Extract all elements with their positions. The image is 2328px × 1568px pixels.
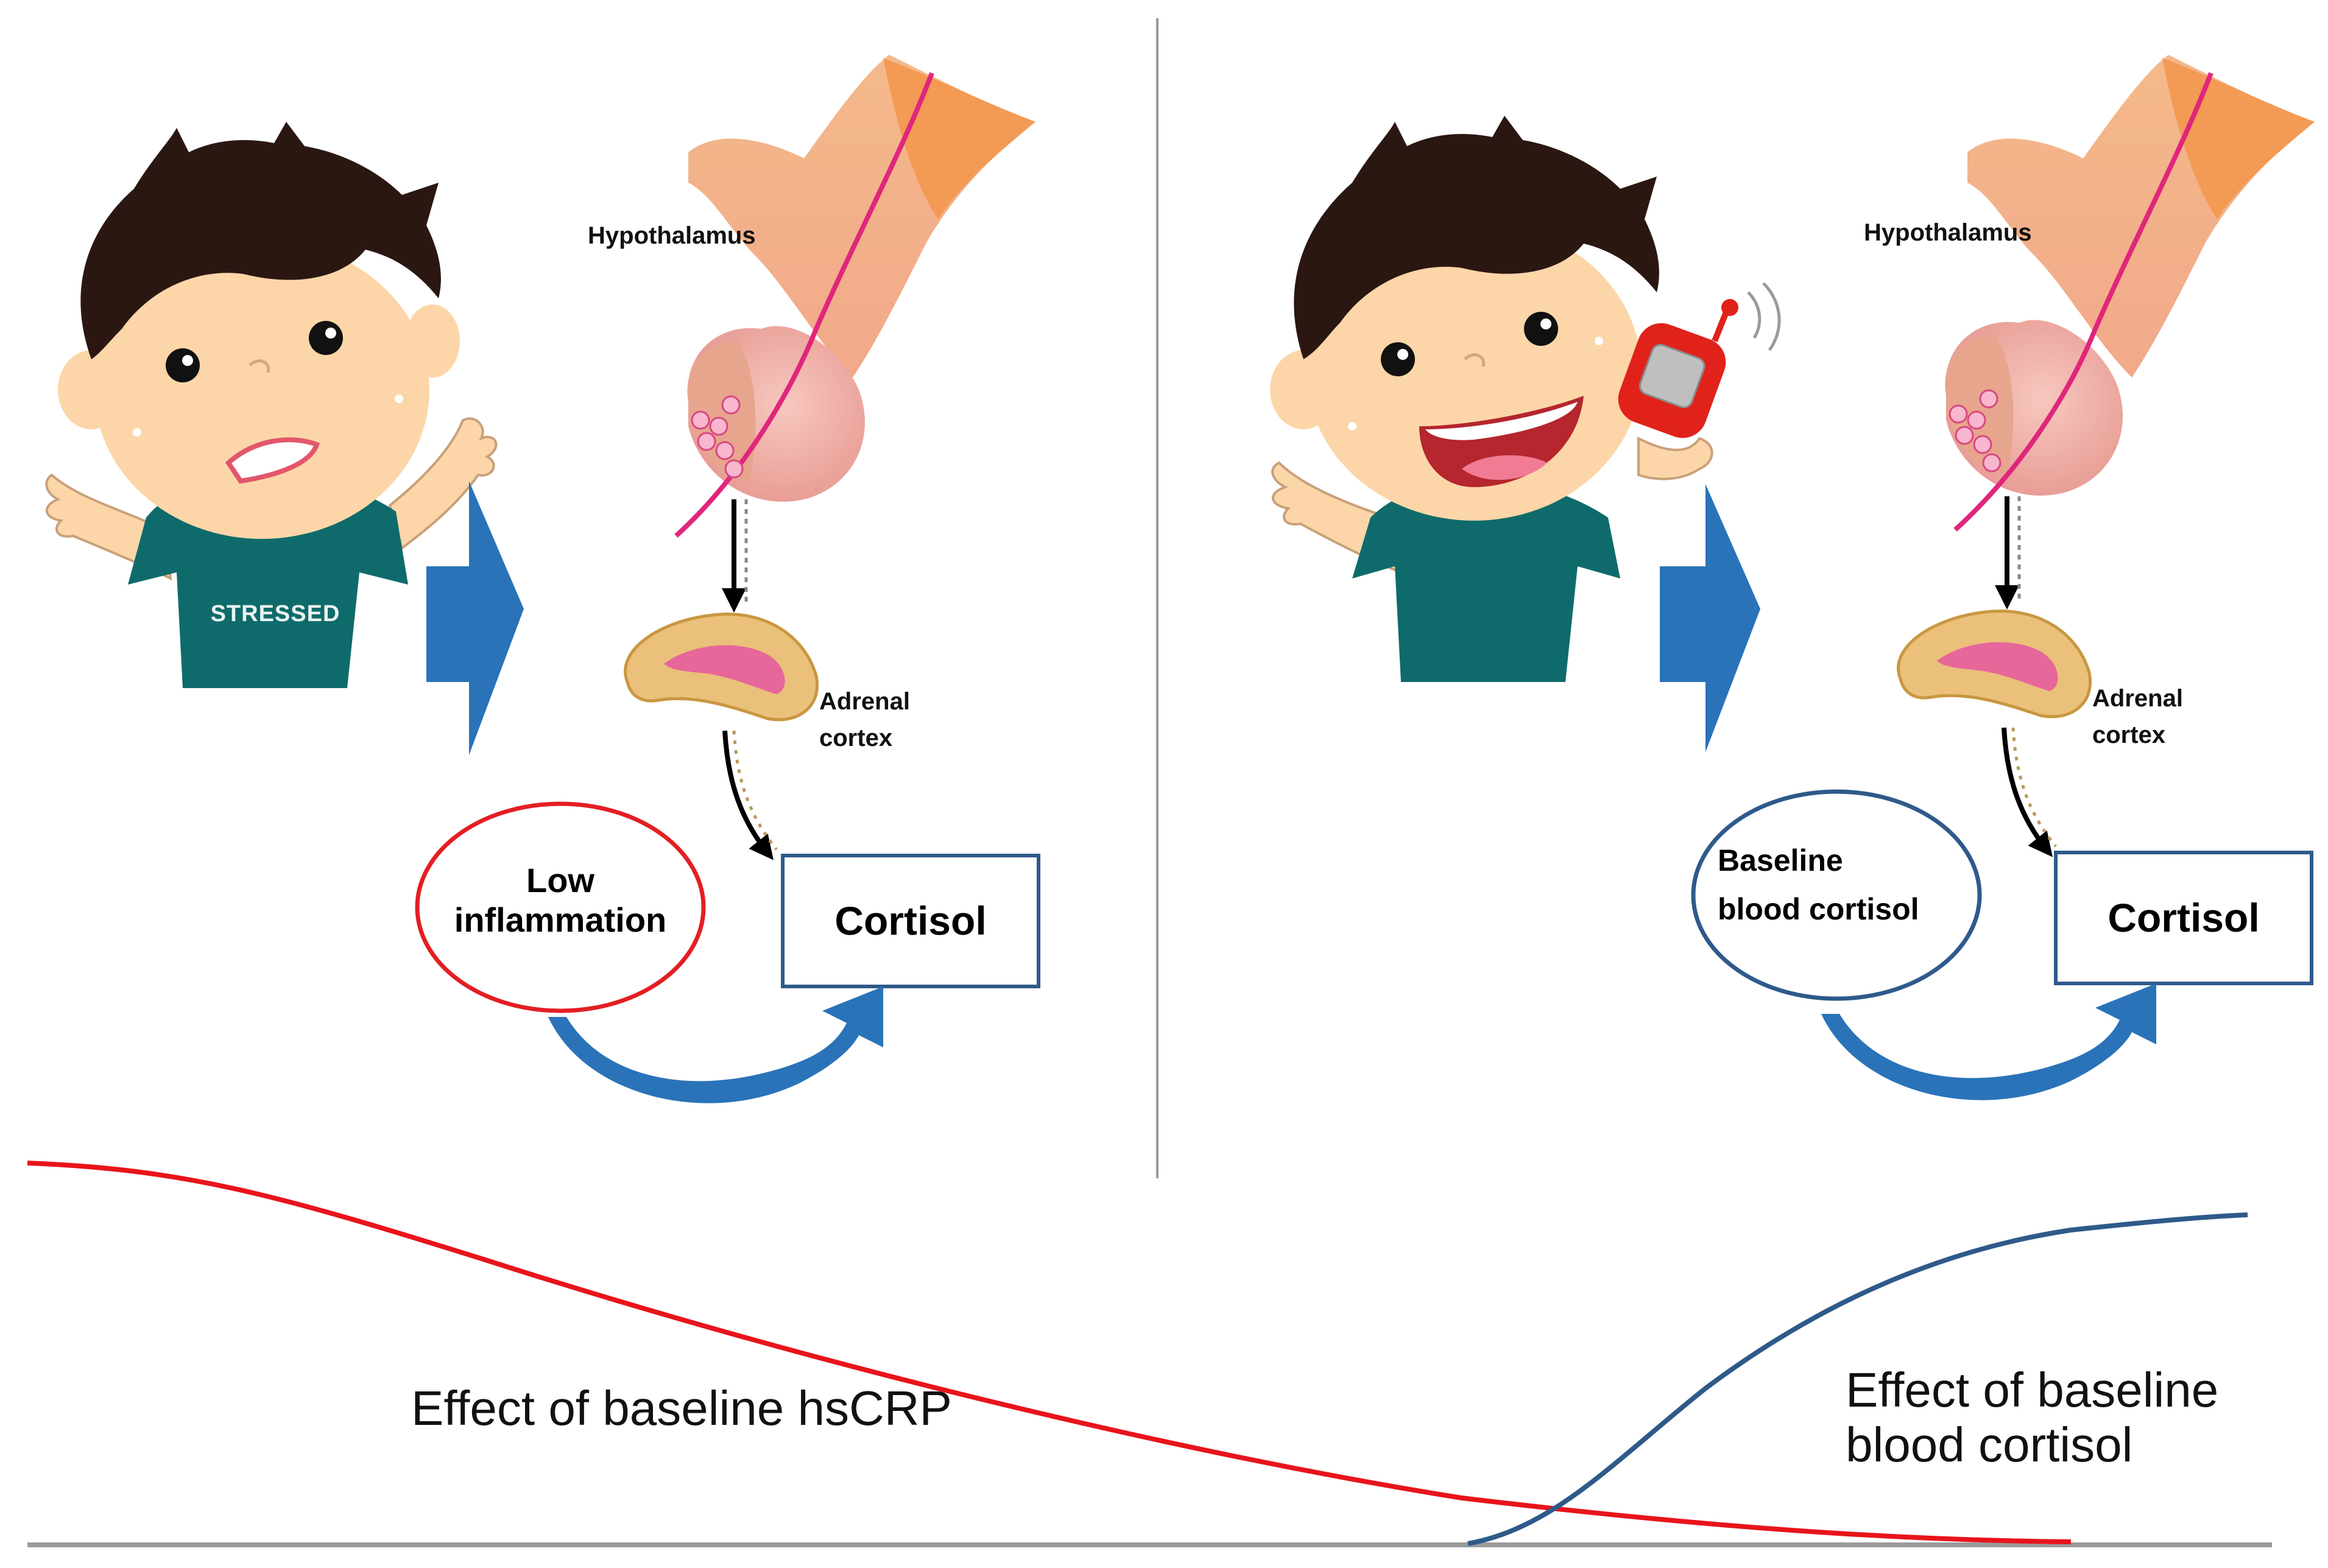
shirt-text: STRESSED xyxy=(211,601,340,627)
cortisol-box xyxy=(2054,851,2313,985)
cheek-freckle xyxy=(395,395,403,403)
cheek-freckle xyxy=(1348,422,1356,431)
left-eye xyxy=(1381,342,1415,376)
left-panel: STRESSED xyxy=(45,55,1040,1103)
hypothalamus-pituitary-illustration xyxy=(674,55,1035,538)
cortisol-box-label: Cortisol xyxy=(834,898,986,943)
shirt xyxy=(128,475,408,688)
right-eye xyxy=(309,321,343,355)
oval-line1: Low xyxy=(526,861,594,899)
cortisol-effect-label-line1: Effect of baseline xyxy=(1846,1363,2218,1417)
secretion-arrow xyxy=(2002,727,2053,857)
low-inflammation-oval xyxy=(415,801,706,1013)
pituitary-cells xyxy=(691,395,744,479)
cortisol-curve xyxy=(1467,1212,2248,1546)
hair xyxy=(1294,116,1659,359)
hscrp-curve xyxy=(27,1161,2072,1544)
adrenal-label-line2: cortex xyxy=(819,725,892,751)
happy-child-illustration xyxy=(1270,116,1781,682)
adrenal-label-line1: Adrenal xyxy=(2092,685,2183,712)
secretion-dots xyxy=(2011,727,2057,848)
pituitary-cells xyxy=(1949,389,2002,473)
adrenal-label-line1: Adrenal xyxy=(819,688,910,715)
secretion-arrow xyxy=(722,730,774,860)
right-panel: Hypothalamus Adrenal cortex Baseline blo… xyxy=(1270,55,2315,1100)
phone-hand xyxy=(1637,436,1713,480)
oval-line1: Baseline xyxy=(1718,843,1843,877)
smile-teeth xyxy=(1425,402,1578,440)
nerve-fiber xyxy=(1953,72,2213,532)
effect-curves: Effect of baseline hsCRP Effect of basel… xyxy=(27,1161,2272,1547)
right-eye-highlight xyxy=(325,328,336,339)
hypothalamus-label: Hypothalamus xyxy=(588,222,756,249)
oval-line2: blood cortisol xyxy=(1718,892,1919,926)
hscrp-effect-label: Effect of baseline hsCRP xyxy=(411,1381,952,1435)
secretion-dots xyxy=(732,730,778,851)
hair xyxy=(80,122,441,359)
smile-tongue xyxy=(1462,455,1547,480)
pituitary-posterior xyxy=(1945,335,2014,475)
left-ear xyxy=(58,350,125,429)
hypothalamus-pituitary-illustration xyxy=(1945,55,2315,532)
stressed-child-illustration: STRESSED xyxy=(45,122,498,688)
left-ear xyxy=(1270,350,1337,429)
cortisol-box-label: Cortisol xyxy=(2108,895,2259,940)
hypothalamus-label: Hypothalamus xyxy=(1864,219,2032,246)
left-eye-highlight xyxy=(1397,349,1408,360)
adrenal-gland-illustration xyxy=(1897,610,2092,719)
left-eye xyxy=(166,348,200,382)
nose xyxy=(249,359,270,373)
left-eye-highlight xyxy=(182,355,193,366)
worried-mouth xyxy=(225,437,320,484)
stress-arrow xyxy=(426,481,524,755)
calm-arrow xyxy=(1660,484,1760,752)
cheek-freckle xyxy=(1595,337,1603,345)
baseline-cortisol-oval xyxy=(1691,789,1982,1001)
right-arm xyxy=(388,417,498,550)
cheek-freckle xyxy=(133,428,141,437)
shirt xyxy=(1352,481,1620,682)
nose xyxy=(1464,353,1486,367)
cortisol-effect-label-line2: blood cortisol xyxy=(1846,1418,2132,1472)
adrenal-label-line2: cortex xyxy=(2092,722,2165,748)
right-eye xyxy=(1524,312,1558,346)
adrenal-medulla xyxy=(664,645,785,694)
oval-line2: inflammation xyxy=(454,901,666,939)
feedback-arrow xyxy=(1821,983,2156,1100)
feedback-arrow xyxy=(548,986,883,1103)
head xyxy=(94,241,429,539)
phone-icon xyxy=(1618,282,1781,438)
right-ear xyxy=(405,304,460,378)
cortisol-box xyxy=(781,854,1040,988)
adrenal-gland-illustration xyxy=(624,613,819,722)
right-eye-highlight xyxy=(1540,318,1551,329)
adrenal-medulla xyxy=(1937,642,2058,691)
